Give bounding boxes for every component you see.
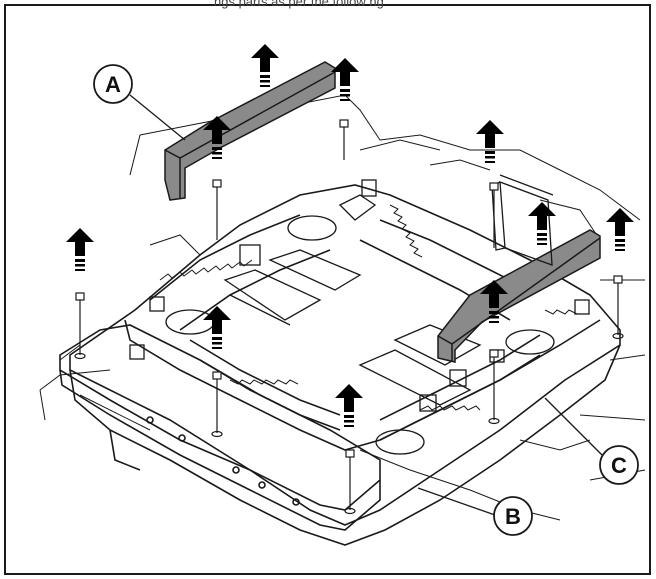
background-housing xyxy=(39,94,646,521)
arrow-up-icon xyxy=(335,384,363,427)
bolt-5 xyxy=(344,449,356,515)
diagram-frame xyxy=(4,4,651,575)
arrow-up-icon xyxy=(606,208,634,251)
bolt-8 xyxy=(489,182,499,248)
tray-cells xyxy=(129,179,590,455)
bracket-a xyxy=(164,61,336,201)
bracket-right xyxy=(437,229,601,363)
arrow-up-icon xyxy=(251,44,279,87)
bolt-2 xyxy=(212,179,222,240)
rail-crenellations xyxy=(159,204,578,411)
svg-text:B: B xyxy=(505,504,521,529)
caption-fragment: ngs parts as per the follow ng xyxy=(214,0,384,9)
callout-c: C xyxy=(544,397,639,485)
lift-arrows xyxy=(66,44,634,427)
callout-a: A xyxy=(93,64,186,141)
svg-text:A: A xyxy=(105,72,121,97)
tray-assembly xyxy=(69,184,621,546)
lower-cover-plate xyxy=(59,324,381,531)
bolt-4 xyxy=(211,371,223,438)
arrow-up-icon xyxy=(476,120,504,163)
svg-text:C: C xyxy=(611,453,627,478)
bolt-6 xyxy=(488,349,500,425)
callout-b: B xyxy=(417,487,533,536)
arrow-up-icon xyxy=(528,202,556,245)
bolt-7 xyxy=(612,275,624,340)
arrow-up-icon xyxy=(203,306,231,349)
bolt-3 xyxy=(74,292,86,360)
arrow-up-icon xyxy=(66,228,94,271)
bolt-1 xyxy=(339,119,349,160)
bolts xyxy=(74,119,624,515)
